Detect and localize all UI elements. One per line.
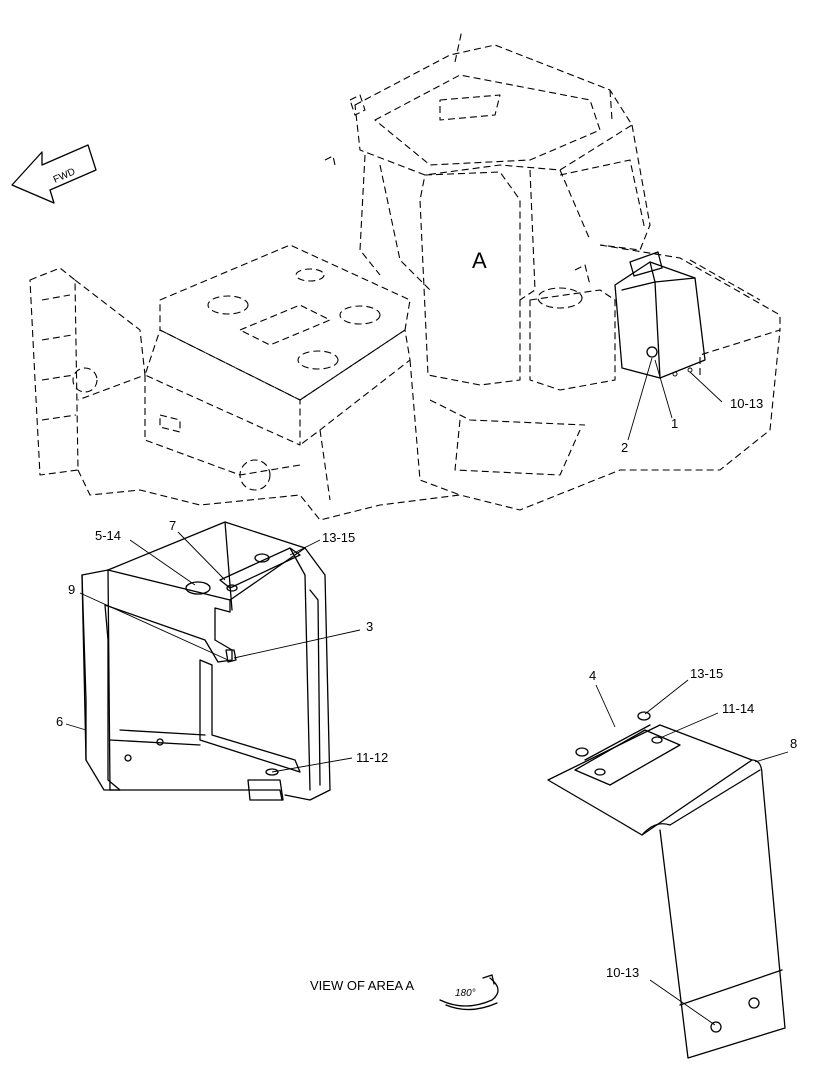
left-leaders: [65, 531, 361, 773]
callout-10-13-top: 10-13: [730, 396, 763, 411]
callout-11-14: 11-14: [722, 701, 754, 716]
top-leaders: [627, 357, 723, 441]
rotation-label: 180°: [455, 988, 476, 999]
callout-8: 8: [790, 736, 797, 751]
callout-labels: 1 2 10-13 5-14 7 13-15 9 3 6 11-12 4 13-…: [56, 396, 797, 980]
rotation-symbol: 180°: [439, 974, 499, 1011]
fwd-arrow: FWD: [11, 144, 97, 204]
callout-5-14: 5-14: [95, 528, 121, 543]
callout-7: 7: [169, 518, 176, 533]
callout-10-13-bottom: 10-13: [606, 965, 639, 980]
fwd-label: FWD: [52, 166, 77, 185]
view-caption: VIEW OF AREA A: [310, 978, 414, 993]
callout-13-15-left: 13-15: [322, 530, 355, 545]
right-leaders: [595, 679, 789, 1026]
machine-overview: [29, 29, 781, 521]
area-label: A: [472, 248, 487, 273]
callout-11-12: 11-12: [356, 750, 388, 765]
callout-6: 6: [56, 714, 63, 729]
callout-9: 9: [68, 582, 75, 597]
area-a-housing: [614, 251, 706, 379]
callout-3: 3: [366, 619, 373, 634]
callout-4: 4: [589, 668, 596, 683]
callout-13-15-right: 13-15: [690, 666, 723, 681]
callout-2: 2: [621, 440, 628, 455]
panel-detail-right: [547, 711, 786, 1059]
callout-1: 1: [671, 416, 678, 431]
housing-detail-left: [81, 521, 331, 801]
